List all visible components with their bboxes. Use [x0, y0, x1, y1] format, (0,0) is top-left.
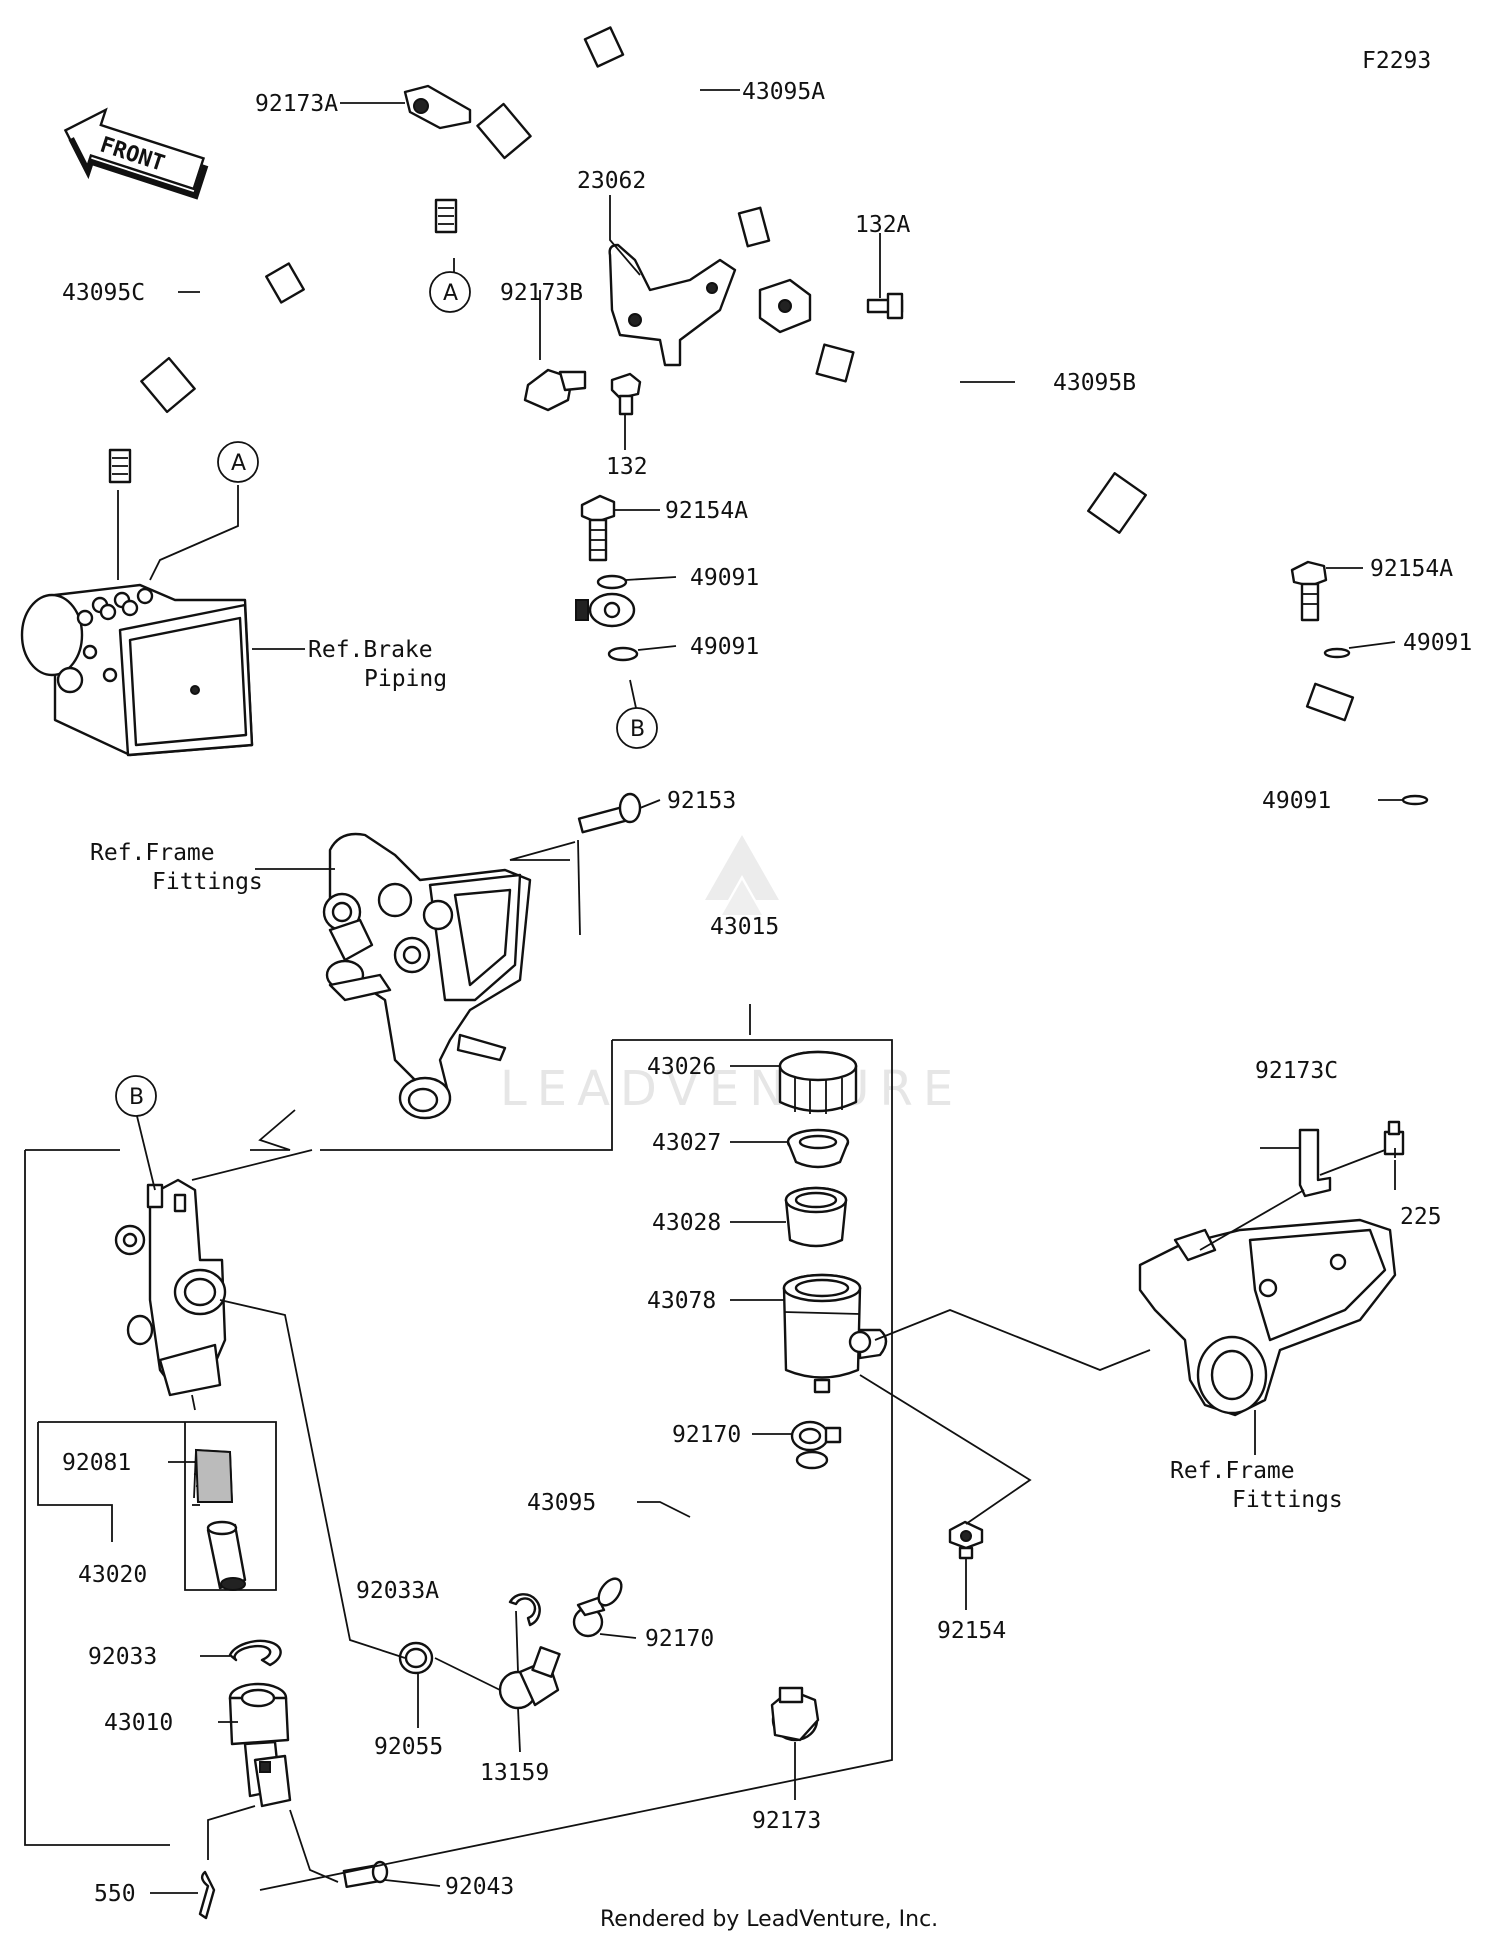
label-49091-1: 49091 [690, 565, 759, 591]
ref-brake-line2: Piping [364, 666, 447, 692]
label-550: 550 [94, 1881, 136, 1907]
ref-frame1-line2: Fittings [152, 869, 263, 895]
label-92173: 92173 [752, 1808, 821, 1834]
banjo-bolt-92154A-2 [1290, 560, 1328, 622]
label-92154: 92154 [937, 1618, 1006, 1644]
label-92173C: 92173C [1255, 1058, 1338, 1084]
pushrod-43010 [228, 1682, 292, 1808]
connector-b1-label: B [630, 717, 645, 742]
clamp-92173 [770, 1686, 820, 1742]
label-43027: 43027 [652, 1130, 721, 1156]
ref-brake-line1: Ref.Brake [308, 637, 433, 663]
label-92170-2: 92170 [645, 1626, 714, 1652]
label-92154A-2: 92154A [1370, 556, 1453, 582]
hose-43095C [108, 253, 636, 628]
label-225: 225 [1400, 1204, 1442, 1230]
diagram-code: F2293 [1362, 48, 1431, 74]
reservoir-43078 [782, 1273, 888, 1394]
piston-43020 [206, 1520, 247, 1591]
label-49091-4: 49091 [1262, 788, 1331, 814]
connector-b1: B [616, 707, 658, 749]
watermark-text: LEADVENTURE [500, 1061, 963, 1117]
label-92081: 92081 [62, 1450, 131, 1476]
label-92170-1: 92170 [672, 1422, 741, 1448]
label-92154A-1: 92154A [665, 498, 748, 524]
master-cylinder-43020-body [114, 1178, 227, 1397]
clamp-92170-2 [572, 1596, 606, 1638]
watermark: LEADVENTURE [500, 835, 963, 1117]
part-labels: 92173A 43095A 23062 132A 92173B 43095C 4… [62, 79, 1472, 1907]
label-43020: 43020 [78, 1562, 147, 1588]
washer-49091-1 [596, 574, 628, 590]
ref-frame2-line2: Fittings [1232, 1487, 1343, 1513]
label-92033: 92033 [88, 1644, 157, 1670]
label-43010: 43010 [104, 1710, 173, 1736]
label-43026: 43026 [647, 1054, 716, 1080]
hose-43095A [434, 23, 771, 248]
bracket-23062 [608, 243, 737, 367]
connector-a1-label: A [443, 281, 458, 306]
circlip-92033 [228, 1639, 282, 1667]
hose-43095 [597, 1450, 829, 1607]
label-132: 132 [606, 454, 648, 480]
front-arrow-icon: FRONT [63, 107, 209, 200]
footrest-bracket-right [1138, 1218, 1397, 1417]
diaphragm-43028 [784, 1186, 848, 1248]
label-43095A: 43095A [742, 79, 825, 105]
screw-92154 [948, 1520, 984, 1560]
circlip-92033A [508, 1593, 541, 1627]
abs-unit [20, 583, 254, 757]
label-49091-2: 49091 [690, 634, 759, 660]
ref-frame1-line1: Ref.Frame [90, 840, 215, 866]
banjo-bolt-92154A-1 [580, 494, 616, 562]
label-43015: 43015 [710, 914, 779, 940]
label-43078: 43078 [647, 1288, 716, 1314]
ref-frame2-line1: Ref.Frame [1170, 1458, 1295, 1484]
connector-b2-label: B [129, 1085, 144, 1110]
hose-43095B [783, 315, 1355, 722]
bolt-132A [866, 292, 904, 320]
connector-a2: A [217, 441, 259, 483]
connector-a2-label: A [231, 451, 246, 476]
bolt-92153 [577, 792, 642, 834]
label-92173B: 92173B [500, 280, 583, 306]
cotter-pin-550 [198, 1870, 216, 1920]
clamp-92173B [523, 368, 587, 412]
washer-49091-4 [1401, 794, 1429, 806]
leader-lines [24, 89, 1403, 1894]
label-92055: 92055 [374, 1734, 443, 1760]
label-43028: 43028 [652, 1210, 721, 1236]
oring-92055 [398, 1641, 434, 1675]
washer-49091-3 [1323, 647, 1351, 659]
label-43095B: 43095B [1053, 370, 1136, 396]
connector-b2: B [115, 1075, 157, 1117]
clamp-92173A [403, 84, 472, 130]
footrest-bracket [322, 832, 532, 1120]
footer-credit: Rendered by LeadVenture, Inc. [600, 1907, 938, 1932]
bolt-225 [1383, 1120, 1405, 1156]
label-43095C: 43095C [62, 280, 145, 306]
clamp-92170-1 [790, 1420, 842, 1452]
washer-49091-2 [607, 646, 639, 662]
spring-92081 [193, 1448, 234, 1503]
label-132A: 132A [855, 212, 911, 238]
label-92043: 92043 [445, 1874, 514, 1900]
fitting-13159 [498, 1646, 561, 1710]
junction-block [758, 278, 812, 334]
label-13159: 13159 [480, 1760, 549, 1786]
reservoir-cap-43026 [778, 1050, 858, 1114]
plate-43027 [786, 1128, 850, 1169]
label-43095: 43095 [527, 1490, 596, 1516]
bracket-92173C [1298, 1128, 1332, 1198]
connector-a1: A [429, 271, 471, 313]
label-92033A: 92033A [356, 1578, 439, 1604]
label-92153: 92153 [667, 788, 736, 814]
label-92173A: 92173A [255, 91, 338, 117]
label-49091-3: 49091 [1403, 630, 1472, 656]
bolt-132 [610, 372, 642, 416]
label-23062: 23062 [577, 168, 646, 194]
